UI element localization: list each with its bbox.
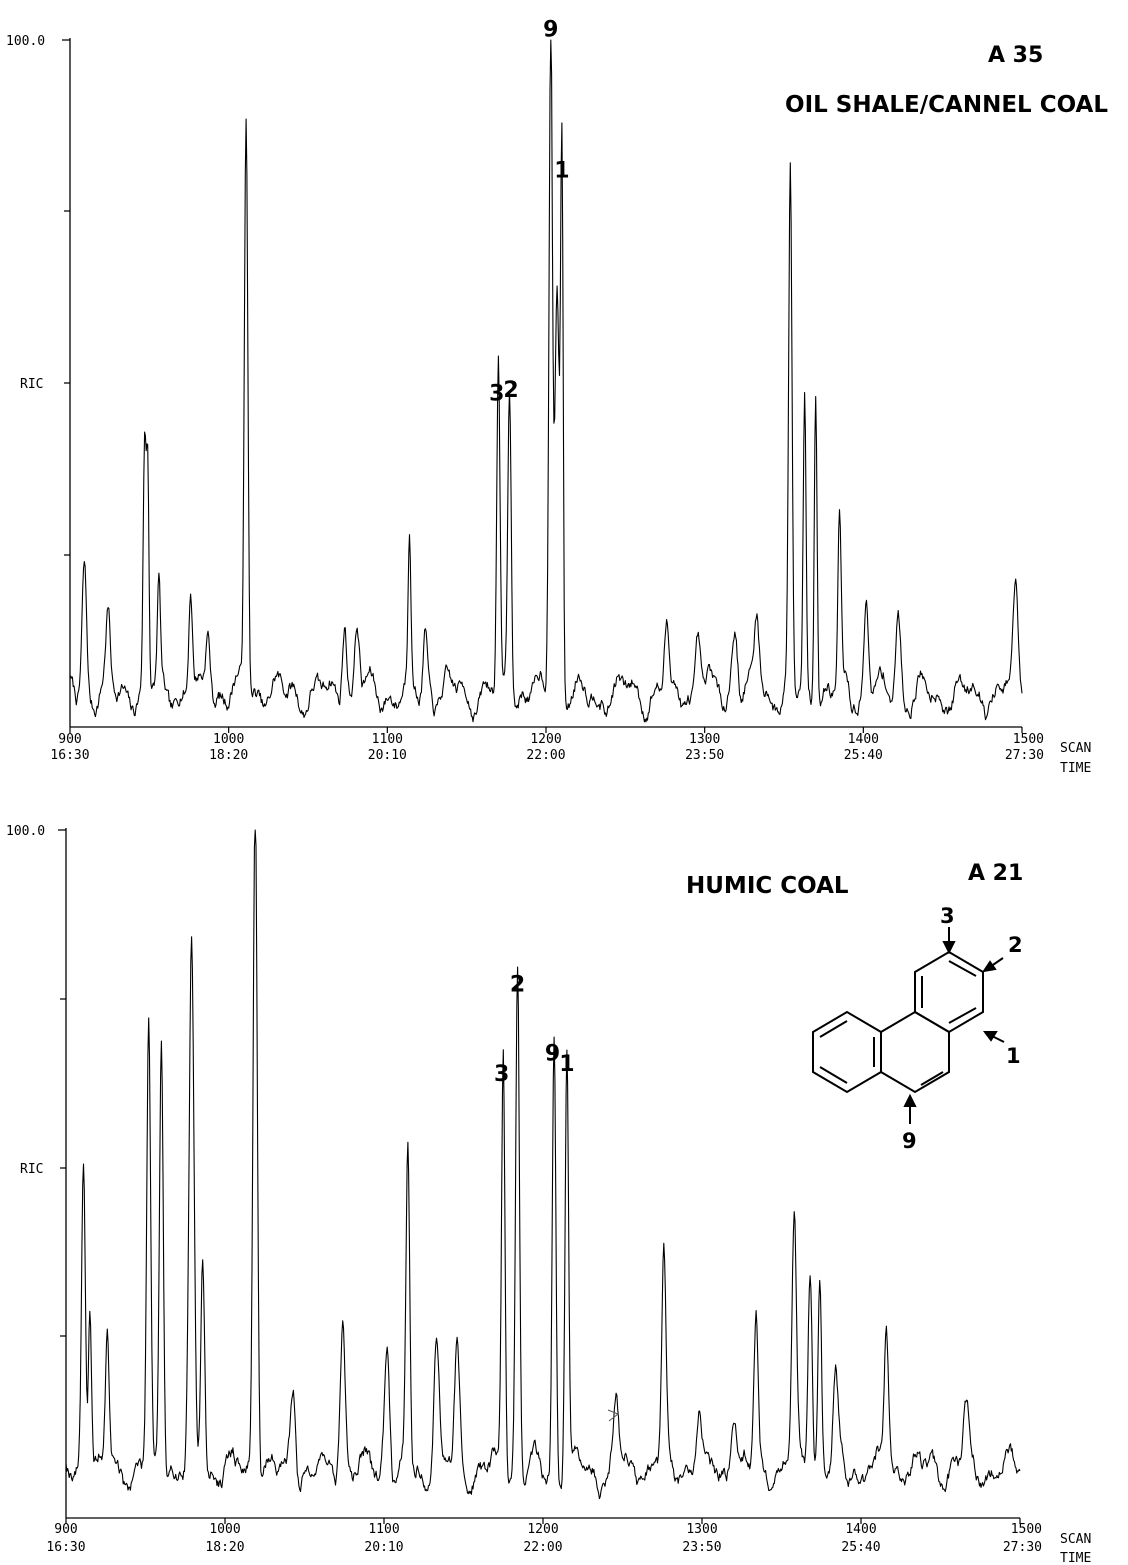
peak-label: 1 (559, 1052, 574, 1077)
x-tick-label-time: 25:40 (844, 748, 883, 763)
arrow-3-head (942, 941, 956, 955)
x-tick-label-scan: 1100 (368, 1522, 399, 1537)
x-axis-ticks: 90016:30100018:20110020:10120022:0013002… (50, 727, 1044, 763)
x-tick-label-time: 25:40 (841, 1540, 880, 1555)
peak-label: 1 (554, 158, 569, 183)
x-tick-label-scan: 1200 (530, 732, 561, 747)
x-axis-label-time: TIME (1060, 761, 1091, 776)
chart-title: HUMIC COAL (686, 873, 849, 899)
phenanthrene-structure (812, 927, 1005, 1124)
ric-trace (69, 39, 1023, 723)
structure-position-labels: 3 2 1 9 (902, 904, 1023, 1153)
x-axis-label-scan: SCAN (1060, 1532, 1091, 1547)
benzene-ring-middle (880, 1010, 950, 1094)
x-tick-label-time: 23:50 (685, 748, 724, 763)
x-tick-label-time: 16:30 (50, 748, 89, 763)
x-tick-label-time: 16:30 (46, 1540, 85, 1555)
x-tick-label-scan: 1300 (686, 1522, 717, 1537)
x-tick-label-time: 22:00 (523, 1540, 562, 1555)
sample-id: A 21 (968, 861, 1023, 886)
x-tick-label-time: 27:30 (1003, 1540, 1042, 1555)
x-axis-ticks: 900 16:30 1000 18:20 1100 20:10 1200 22:00 1300 2… (46, 1518, 1042, 1555)
arrow-2-head (981, 960, 997, 973)
peak-label: 3 (489, 382, 504, 407)
x-tick-label-scan: 1200 (527, 1522, 558, 1537)
x-tick-label-scan: 1000 (209, 1522, 240, 1537)
peak-annotations: 9 1 32 (489, 18, 569, 407)
x-tick-label-scan: 1500 (1013, 732, 1044, 747)
x-tick-label-time: 18:20 (205, 1540, 244, 1555)
x-tick-label-time: 23:50 (682, 1540, 721, 1555)
y-max-label: 100.0 (6, 34, 45, 49)
x-tick-label-scan: 1400 (845, 1522, 876, 1537)
x-tick-label-scan: 900 (58, 732, 81, 747)
position-label-9: 9 (902, 1129, 917, 1153)
peak-label: 3 (494, 1062, 509, 1087)
x-tick-label-scan: 900 (54, 1522, 77, 1537)
chart-title: OIL SHALE/CANNEL COAL (785, 92, 1108, 118)
position-label-3: 3 (940, 904, 955, 928)
y-axis-label: RIC (20, 1162, 43, 1177)
x-tick-label-time: 20:10 (364, 1540, 403, 1555)
x-tick-label-scan: 1400 (848, 732, 879, 747)
peak-label: 2 (510, 973, 525, 998)
peak-annotations: 2 3 91 (494, 973, 575, 1087)
x-tick-label-scan: 1100 (372, 732, 403, 747)
x-axis-label-time: TIME (1060, 1551, 1091, 1565)
x-tick-label-time: 27:30 (1005, 748, 1044, 763)
peak-label: 9 (545, 1041, 560, 1066)
panel-humic-coal: 100.0 RIC 900 16:30 1000 18:20 1100 20:10 1200… (6, 824, 1091, 1565)
ric-trace (65, 829, 1021, 1500)
x-tick-label-scan: 1000 (213, 732, 244, 747)
arrow-1-head (983, 1031, 998, 1042)
y-axis-ticks (58, 829, 66, 1337)
x-tick-label-time: 22:00 (526, 748, 565, 763)
benzene-ring-left (812, 1010, 882, 1094)
peak-label: 9 (543, 18, 558, 43)
position-label-2: 2 (1008, 933, 1023, 957)
y-axis-label: RIC (20, 377, 43, 392)
y-max-label: 100.0 (6, 824, 45, 839)
benzene-ring-top (914, 950, 984, 1034)
y-axis-ticks (62, 39, 70, 556)
x-tick-label-scan: 1300 (689, 732, 720, 747)
ring-top-double-bonds (921, 960, 977, 1024)
position-label-1: 1 (1006, 1044, 1021, 1068)
stray-mark (607, 1409, 619, 1422)
x-axis-label-scan: SCAN (1060, 741, 1091, 756)
peak-label: 2 (503, 378, 518, 403)
x-tick-label-time: 18:20 (209, 748, 248, 763)
arrow-9-head (903, 1093, 917, 1107)
x-tick-label-scan: 1500 (1011, 1522, 1042, 1537)
ring-middle-double-bonds (920, 1071, 944, 1086)
sample-id: A 35 (988, 43, 1043, 68)
ring-left-double-bonds (819, 1020, 875, 1084)
x-tick-label-time: 20:10 (368, 748, 407, 763)
